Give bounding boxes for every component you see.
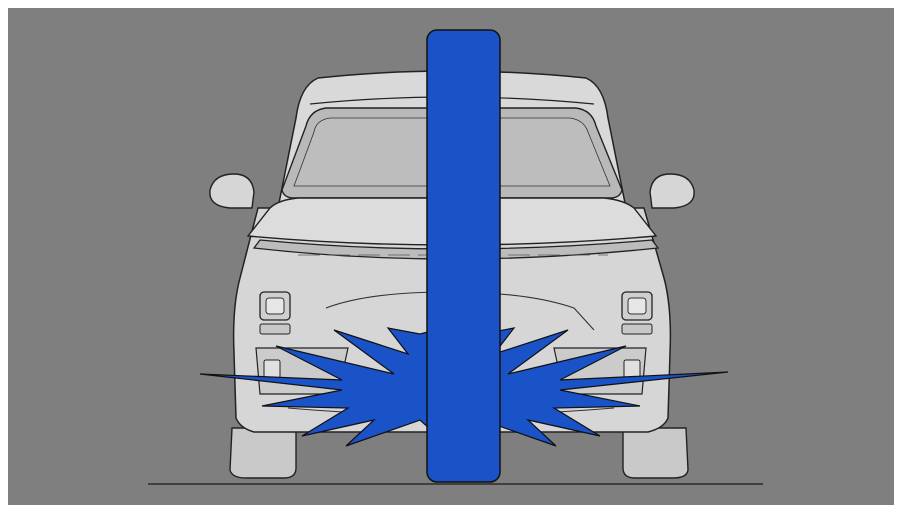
illustration-panel <box>8 8 894 505</box>
headlight-left <box>260 292 290 334</box>
headlight-right <box>622 292 652 334</box>
tire-right <box>623 428 688 478</box>
fog-light-right <box>624 360 640 378</box>
pole-icon <box>427 30 500 482</box>
tire-left <box>230 428 296 478</box>
mirror-right <box>650 174 694 208</box>
fog-light-left <box>264 360 280 378</box>
mirror-left <box>210 174 254 208</box>
car-front-icon <box>8 8 894 505</box>
